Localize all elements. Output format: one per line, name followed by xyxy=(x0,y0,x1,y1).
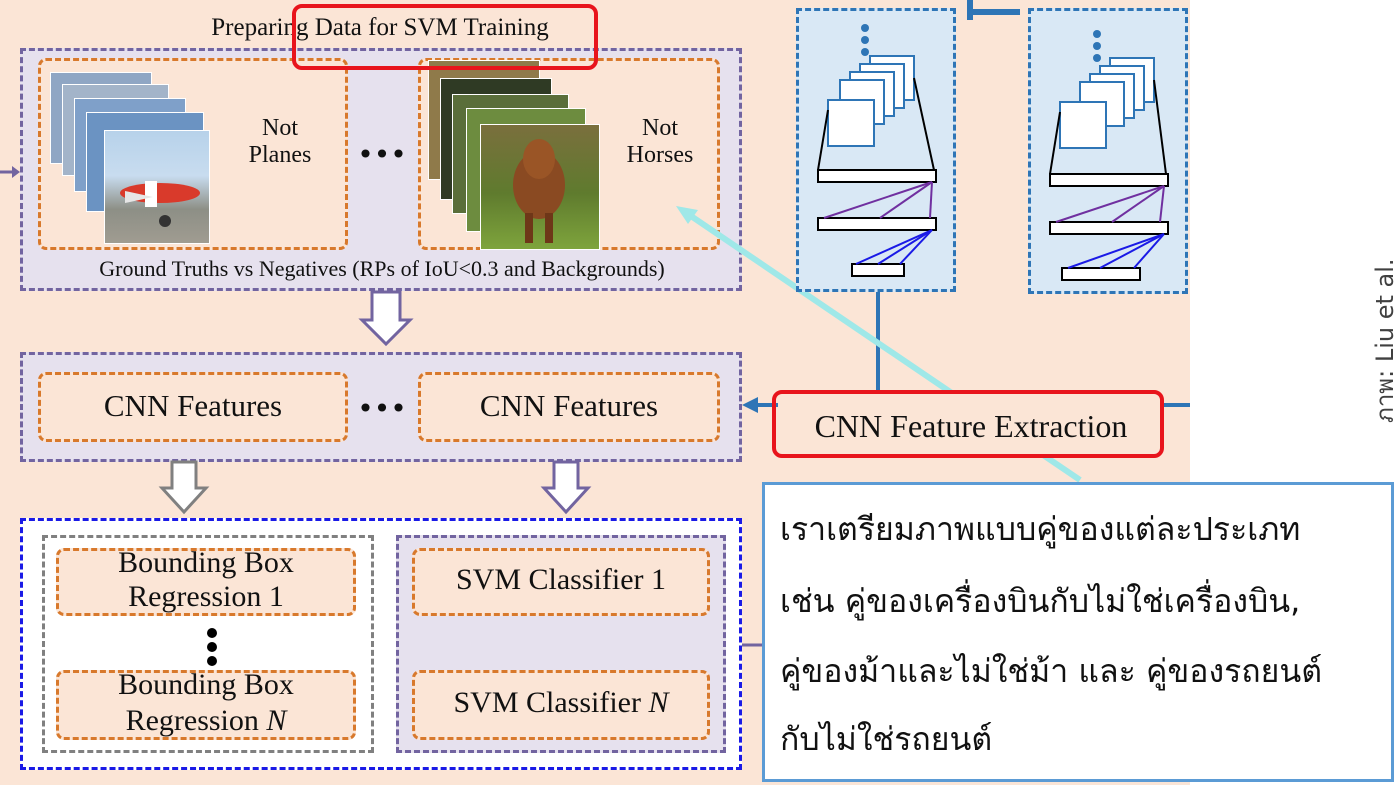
cnn-feature-extraction-box xyxy=(778,392,1164,456)
thai-note-line-4: กับไม่ใช่รถยนต์ xyxy=(780,720,993,758)
highlight-preparing-title xyxy=(292,4,598,70)
not-horses-label-line2: Horses xyxy=(626,142,694,168)
cnn-features-right-label: CNN Features xyxy=(479,388,659,423)
thai-note-line-1: เราเตรียมภาพแบบคู่ของแต่ละประเภท xyxy=(780,510,1301,548)
cnn-feature-extraction-label: CNN Feature Extraction xyxy=(814,408,1128,444)
thai-note-box xyxy=(762,482,1394,782)
cnn-features-left-label: CNN Features xyxy=(103,388,283,423)
regression-1-box xyxy=(56,548,356,616)
not-planes-label-line2: Planes xyxy=(248,142,312,168)
negatives-caption: Ground Truths vs Negatives (RPs of IoU<0… xyxy=(99,256,665,281)
highlight-feature-extraction xyxy=(772,390,1164,458)
preparing-title: Preparing Data for SVM Training xyxy=(211,14,549,41)
cnn-features-left-box xyxy=(38,372,348,442)
top-ellipsis: ••• xyxy=(357,138,407,171)
horse-icon xyxy=(513,139,565,243)
regression-n-line1: Bounding Box xyxy=(118,668,294,701)
not-horses-label-line1: Not xyxy=(642,115,678,141)
svm-classifier-n-box xyxy=(412,670,710,740)
regression-1-line1: Bounding Box xyxy=(118,546,294,579)
svm-classifier-1-box xyxy=(412,548,710,616)
regression-1-line2: Regression 1 xyxy=(128,580,284,613)
thai-note-line-3: คู่ของม้าและไม่ใช่ม้า และ คู่ของรถยนต์ xyxy=(780,652,1323,690)
middle-ellipsis: ••• xyxy=(357,392,407,425)
cnn-network-left xyxy=(796,8,956,292)
not-planes-label-line1: Not xyxy=(262,115,298,141)
horse-photo-main xyxy=(480,124,600,250)
cnn-network-right xyxy=(1028,8,1188,294)
plane-icon xyxy=(120,181,200,227)
svm-classifier-1-label: SVM Classifier 1 xyxy=(456,563,666,596)
thai-note-line-2: เช่น คู่ของเครื่องบินกับไม่ใช่เครื่องบิน… xyxy=(780,582,1301,620)
plane-photo-main xyxy=(104,130,210,244)
regression-n-box xyxy=(56,670,356,740)
svm-classifier-n-label: SVM Classifier N xyxy=(453,686,669,719)
image-credit: ภาพ: Liu et al. xyxy=(1371,258,1399,423)
regression-n-line2: Regression N xyxy=(125,704,287,737)
